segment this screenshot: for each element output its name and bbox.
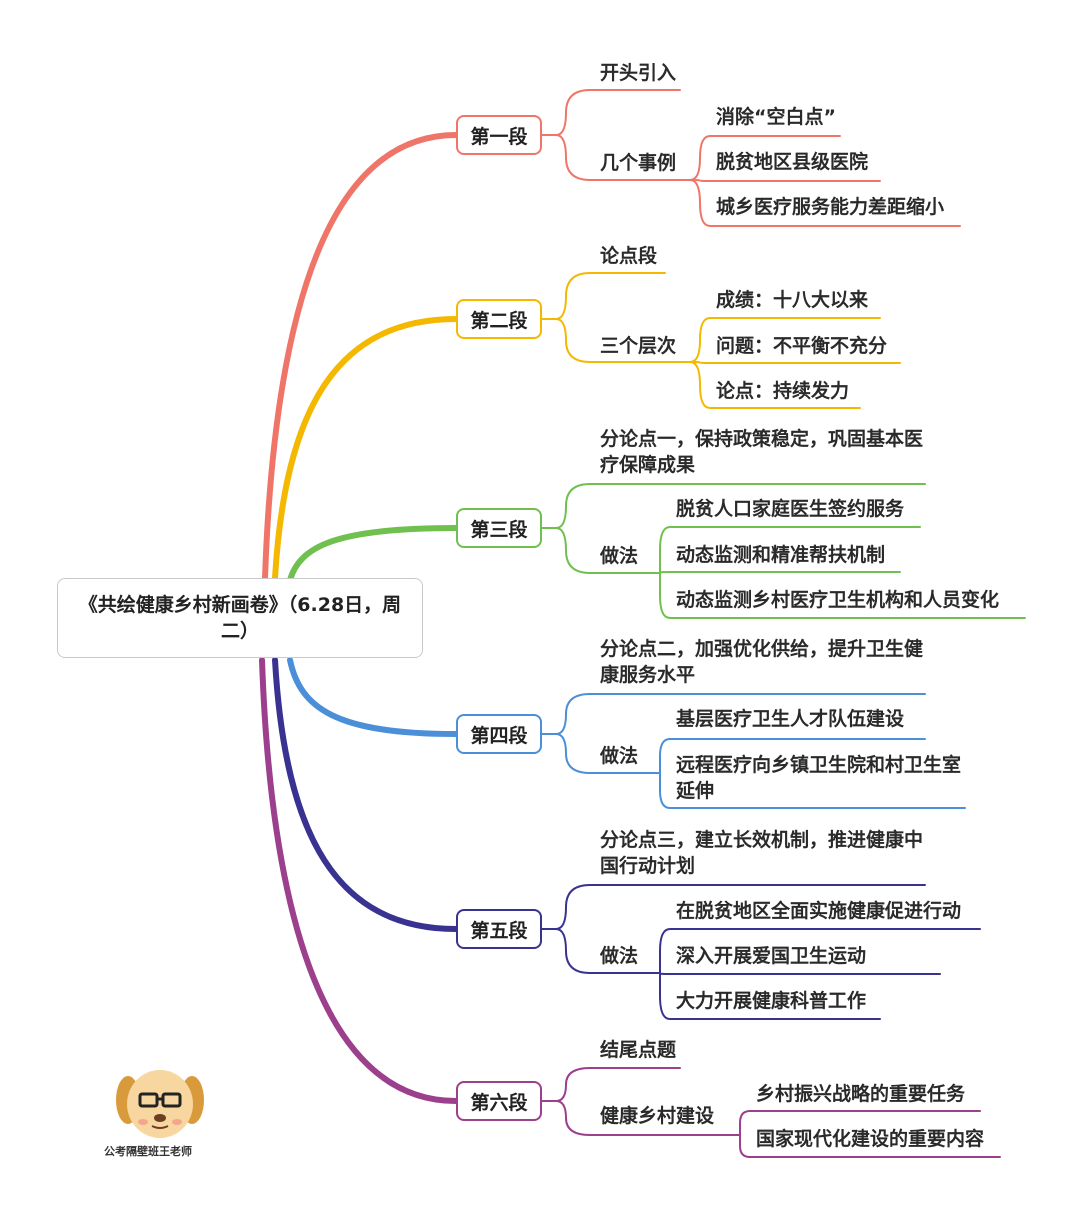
- topic-argument[interactable]: 论点段: [600, 245, 658, 267]
- sub-line-3-3: [659, 572, 1026, 619]
- watermark-caption: 公考隔壁班王老师: [104, 1145, 192, 1158]
- branch-node-2[interactable]: 第二段: [456, 299, 542, 339]
- topic-closing[interactable]: 结尾点题: [600, 1039, 677, 1061]
- sub-line-3-1: [659, 526, 921, 574]
- topic-line-4-2: [555, 733, 661, 774]
- topic-subpoint-3[interactable]: 分论点三，建立长效机制，推进健康中国行动计划: [600, 829, 924, 877]
- subtopic-1-3[interactable]: 城乡医疗服务能力差距缩小: [716, 196, 945, 218]
- sub-line-6-1: [739, 1110, 981, 1136]
- branch-line-5: [272, 657, 459, 932]
- branch-node-6[interactable]: 第六段: [456, 1081, 542, 1121]
- sub-line-6-2: [739, 1134, 1001, 1158]
- topic-line-5-2: [555, 928, 661, 974]
- topic-three-levels[interactable]: 三个层次: [600, 335, 677, 357]
- branch-line-4: [287, 657, 459, 737]
- sub-line-1-3: [689, 179, 961, 227]
- subtopic-4-2[interactable]: 远程医疗向乡镇卫生院和村卫生室延伸: [676, 754, 962, 802]
- sub-line-4-1: [659, 738, 926, 774]
- subtopic-5-3[interactable]: 大力开展健康科普工作: [676, 990, 867, 1012]
- topic-practice-4[interactable]: 做法: [600, 745, 639, 767]
- subtopic-4-1[interactable]: 基层医疗卫生人才队伍建设: [676, 708, 905, 730]
- sub-line-2-2: [689, 361, 901, 364]
- subtopic-5-2[interactable]: 深入开展爱国卫生运动: [676, 945, 867, 967]
- topic-line-1-2: [555, 134, 691, 181]
- branch-line-2: [272, 316, 459, 581]
- topic-line-1-1: [555, 89, 681, 136]
- sub-line-2-3: [689, 361, 861, 409]
- topic-line-5-1: [555, 884, 926, 930]
- sub-line-1-1: [689, 135, 841, 181]
- topic-practice-3[interactable]: 做法: [600, 545, 639, 567]
- subtopic-2-3[interactable]: 论点：持续发力: [716, 380, 850, 402]
- topic-line-2-2: [555, 318, 691, 363]
- branch-node-3[interactable]: 第三段: [456, 508, 542, 548]
- sub-line-5-2: [659, 972, 941, 975]
- subtopic-1-2[interactable]: 脱贫地区县级医院: [716, 151, 869, 173]
- topic-line-3-1: [555, 483, 926, 529]
- sub-line-1-2: [689, 179, 881, 182]
- topic-line-2-1: [555, 272, 666, 320]
- subtopic-2-2[interactable]: 问题：不平衡不充分: [716, 335, 888, 357]
- branch-line-3: [287, 525, 459, 583]
- subtopic-3-2[interactable]: 动态监测和精准帮扶机制: [676, 544, 886, 566]
- root-title: 《共绘健康乡村新画卷》（6.28日，周二）: [78, 594, 402, 642]
- subtopic-6-1[interactable]: 乡村振兴战略的重要任务: [756, 1083, 966, 1105]
- root-topic[interactable]: 《共绘健康乡村新画卷》（6.28日，周二）: [57, 578, 423, 658]
- sub-line-5-1: [659, 928, 981, 974]
- topic-examples[interactable]: 几个事例: [600, 152, 677, 174]
- sub-line-5-3: [659, 972, 881, 1020]
- subtopic-6-2[interactable]: 国家现代化建设的重要内容: [756, 1128, 985, 1150]
- branch-line-6: [259, 657, 459, 1104]
- topic-opening[interactable]: 开头引入: [600, 62, 677, 84]
- subtopic-1-1[interactable]: 消除“空白点”: [716, 106, 836, 128]
- sub-line-2-1: [689, 317, 881, 363]
- topic-subpoint-2[interactable]: 分论点二，加强优化供给，提升卫生健康服务水平: [600, 638, 924, 686]
- topic-line-4-1: [555, 693, 926, 735]
- topic-rural-health[interactable]: 健康乡村建设: [600, 1105, 715, 1127]
- branch-node-5[interactable]: 第五段: [456, 909, 542, 949]
- subtopic-2-1[interactable]: 成绩：十八大以来: [716, 289, 869, 311]
- branch-node-1[interactable]: 第一段: [456, 115, 542, 155]
- topic-line-3-2: [555, 527, 661, 574]
- subtopic-3-1[interactable]: 脱贫人口家庭医生签约服务: [676, 498, 905, 520]
- subtopic-3-3[interactable]: 动态监测乡村医疗卫生机构和人员变化: [676, 589, 1000, 611]
- branch-line-1: [262, 132, 459, 581]
- topic-subpoint-1[interactable]: 分论点一，保持政策稳定，巩固基本医疗保障成果: [600, 428, 924, 476]
- topic-line-6-1: [555, 1067, 681, 1102]
- topic-line-6-2: [555, 1100, 741, 1136]
- branch-node-4[interactable]: 第四段: [456, 714, 542, 754]
- sub-line-4-2: [659, 772, 966, 809]
- sub-line-3-2: [659, 571, 901, 574]
- mascot-logo: [116, 1070, 204, 1138]
- subtopic-5-1[interactable]: 在脱贫地区全面实施健康促进行动: [676, 900, 962, 922]
- topic-practice-5[interactable]: 做法: [600, 945, 639, 967]
